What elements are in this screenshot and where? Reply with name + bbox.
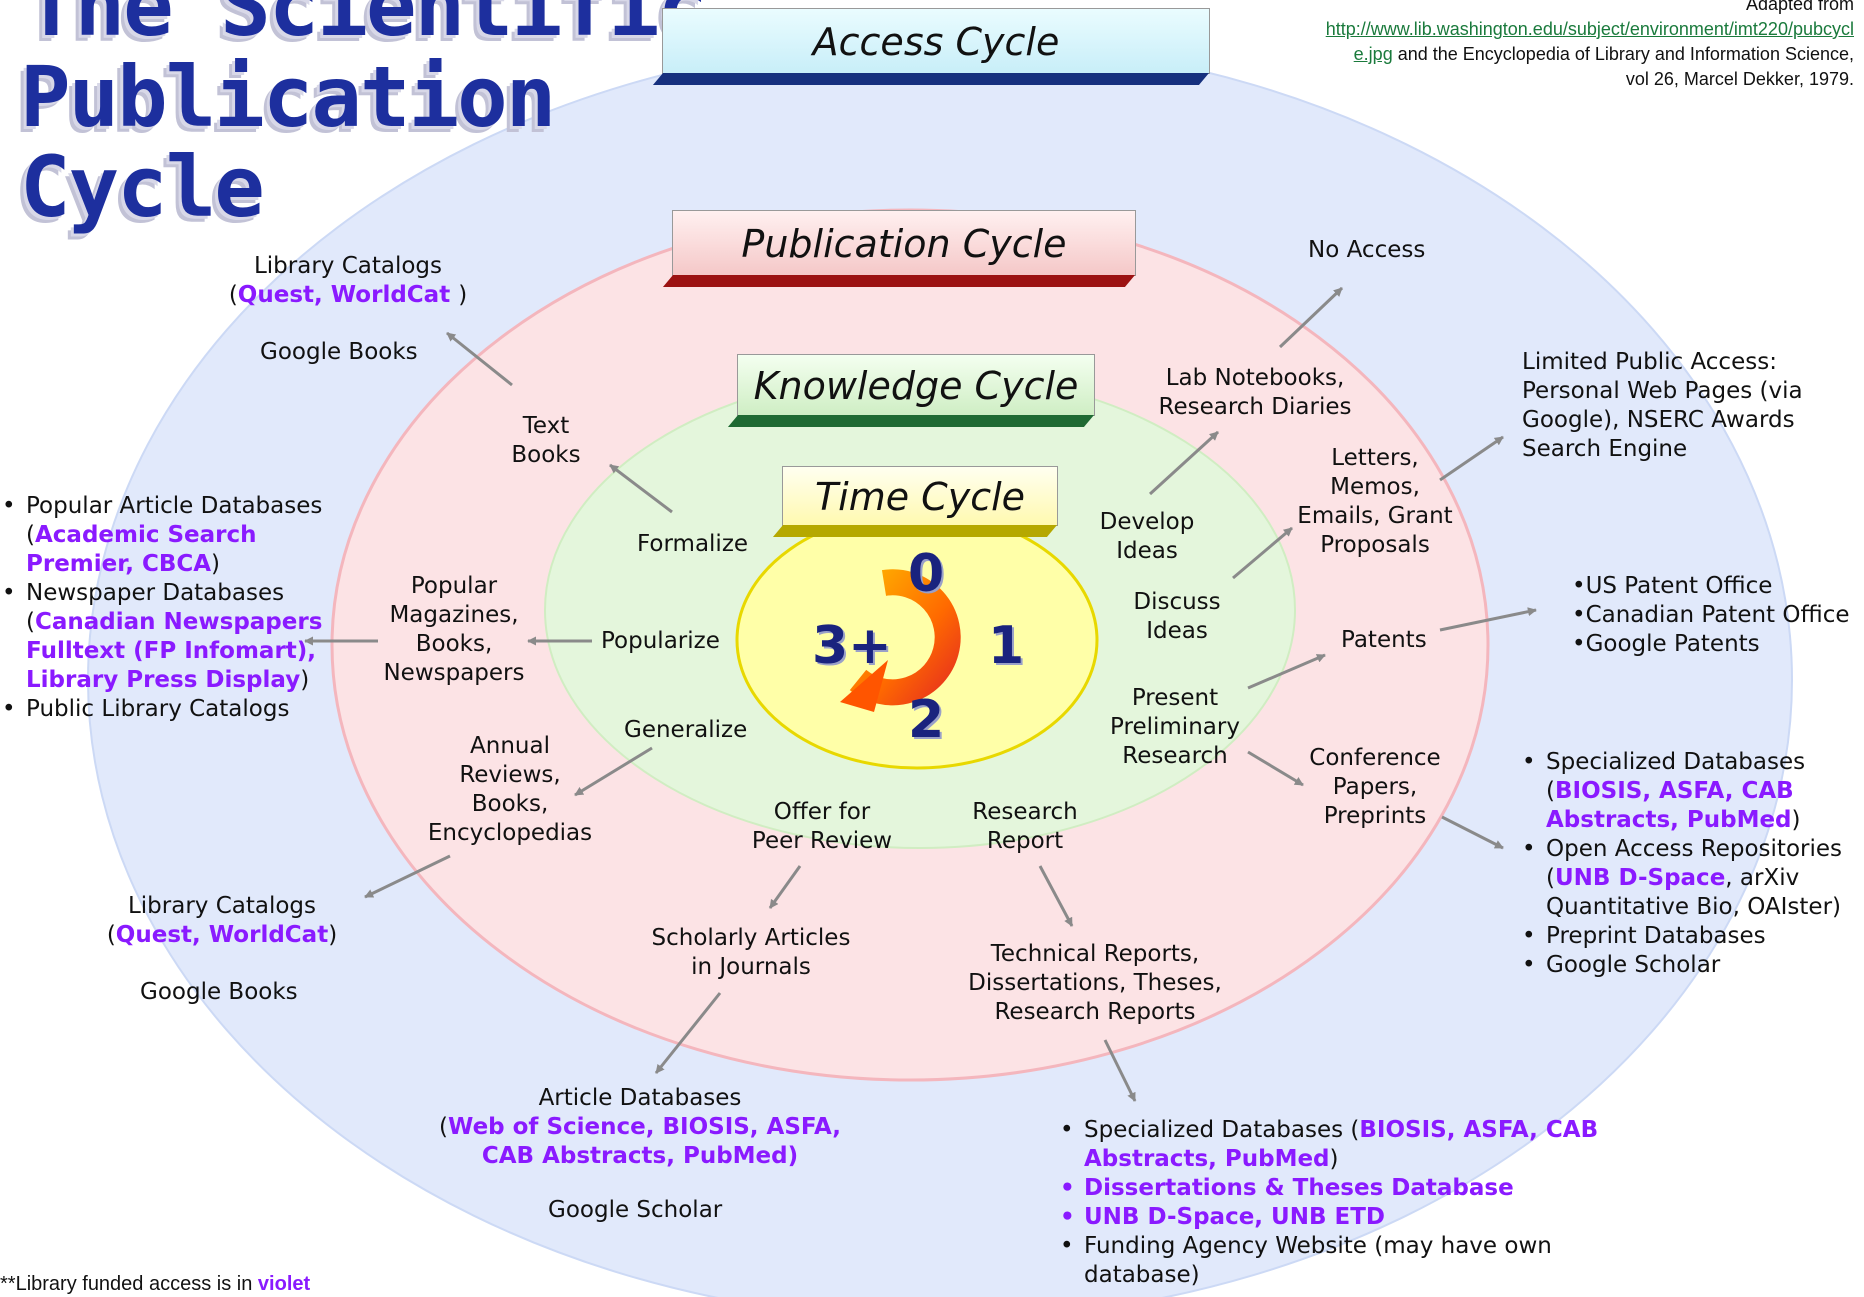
knowledge-cycle-banner: Knowledge Cycle: [727, 354, 1095, 427]
pub-technical-reports: Technical Reports,Dissertations, Theses,…: [968, 941, 1222, 1025]
list-item: Preprint Databases: [1522, 922, 1856, 951]
access-limited-public: Limited Public Access: Personal Web Page…: [1522, 349, 1803, 462]
list-item: Open Access Repositories (UNB D-Space, a…: [1522, 835, 1856, 922]
access-google-books-top: Google Books: [260, 339, 418, 365]
reference-prefix: Adapted from: [1745, 0, 1854, 14]
list-item: Google Scholar: [1522, 951, 1856, 980]
time-number-1: 1: [988, 616, 1025, 676]
time-cycle-ring-arrow: [849, 569, 961, 706]
access-library-catalogs-bottom: Library Catalogs (Quest, WorldCat): [106, 893, 338, 948]
access-specialized-databases-right: Specialized Databases (BIOSIS, ASFA, CAB…: [1520, 748, 1856, 980]
connector-arrows: [304, 286, 1537, 1102]
reference-text: and the Encyclopedia of Library and Info…: [1392, 44, 1854, 64]
time-number-0: 0: [908, 544, 945, 604]
pub-lab-notebooks: Lab Notebooks,Research Diaries: [1158, 365, 1352, 420]
access-specialized-databases-bottom: Specialized Databases (BIOSIS, ASFA, CAB…: [1058, 1116, 1624, 1290]
page-title-line-1: The Scientific: [26, 0, 708, 55]
time-number-3-plus: 3+: [812, 616, 892, 676]
reference-note: Adapted from http://www.lib.washington.e…: [1326, 0, 1854, 92]
access-popular-databases-list: Popular Article Databases (Academic Sear…: [0, 492, 326, 724]
page-title-line-3: Cycle: [20, 138, 265, 236]
page-title-line-2: Publication: [20, 48, 556, 146]
footnote: **Library funded access is in violet: [0, 1273, 311, 1295]
time-number-2: 2: [908, 690, 945, 750]
knowledge-cycle-label: Knowledge Cycle: [753, 364, 1079, 408]
access-cycle-banner: Access Cycle: [652, 8, 1210, 85]
access-no-access: No Access: [1308, 237, 1426, 263]
access-library-catalogs-top: Library Catalogs (Quest, WorldCat ): [228, 253, 468, 308]
access-google-scholar-bottom: Google Scholar: [548, 1197, 723, 1223]
list-item: Specialized Databases (BIOSIS, ASFA, CAB…: [1522, 748, 1856, 835]
list-item: Dissertations & Theses Database: [1060, 1174, 1624, 1203]
time-cycle-ring-arrowhead: [840, 660, 888, 712]
time-cycle-banner: Time Cycle: [772, 466, 1058, 537]
stage-formalize: Formalize: [637, 531, 749, 557]
stage-popularize: Popularize: [601, 628, 720, 654]
list-item: Newspaper Databases (Canadian Newspapers…: [2, 579, 326, 695]
list-item: Popular Article Databases (Academic Sear…: [2, 492, 326, 579]
access-google-books-bottom: Google Books: [140, 979, 298, 1005]
time-cycle-label: Time Cycle: [814, 475, 1026, 519]
reference-link-end[interactable]: e.jpg: [1353, 44, 1393, 64]
reference-link[interactable]: http://www.lib.washington.edu/subject/en…: [1325, 19, 1854, 39]
list-item: UNB D-Space, UNB ETD: [1060, 1203, 1624, 1232]
publication-cycle-banner: Publication Cycle: [662, 210, 1136, 287]
reference-text-2: vol 26, Marcel Dekker, 1979.: [1625, 69, 1854, 89]
publication-cycle-label: Publication Cycle: [741, 222, 1067, 266]
list-item: Specialized Databases (BIOSIS, ASFA, CAB…: [1060, 1116, 1624, 1174]
pub-patents: Patents: [1341, 627, 1427, 653]
stage-generalize: Generalize: [624, 717, 748, 743]
access-article-databases: Article Databases (Web of Science, BIOSI…: [439, 1085, 841, 1169]
access-patent-offices: •US Patent Office•Canadian Patent Office…: [1572, 573, 1850, 657]
list-item: Public Library Catalogs: [2, 695, 326, 724]
access-cycle-label: Access Cycle: [812, 20, 1060, 64]
list-item: Funding Agency Website (may have own dat…: [1060, 1232, 1624, 1290]
